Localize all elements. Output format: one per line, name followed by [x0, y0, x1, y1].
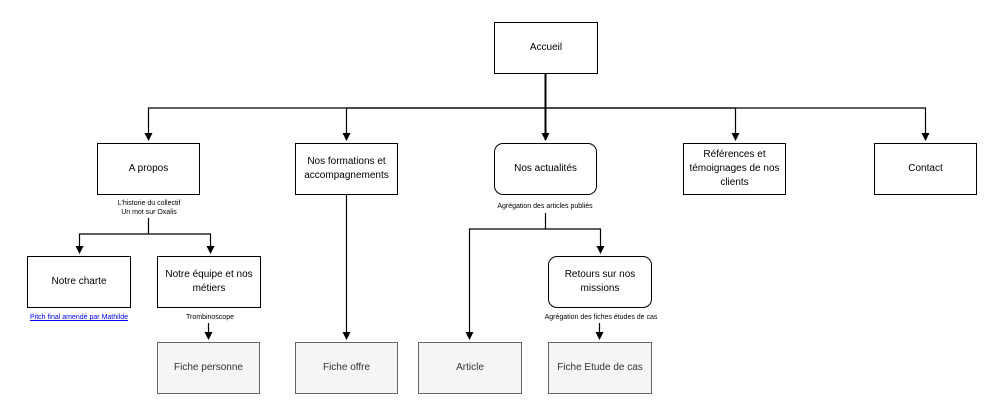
link-pitch-final[interactable]: Pitch final amendé par Mathilde — [29, 314, 129, 321]
node-charte[interactable]: Notre charte — [27, 256, 131, 308]
node-retours[interactable]: Retours sur nos missions — [548, 256, 652, 308]
node-fiche-offre[interactable]: Fiche offre — [295, 342, 398, 394]
node-article[interactable]: Article — [418, 342, 522, 394]
edge-accueil-formations — [342, 107, 546, 141]
node-accueil[interactable]: Accueil — [494, 22, 598, 74]
node-equipe[interactable]: Notre équipe et nos métiers — [157, 256, 261, 308]
node-a-propos[interactable]: A propos — [97, 143, 200, 195]
edge-accueil-references — [545, 107, 740, 141]
note-a-propos: L'historie du collectif Un mot sur Oxali… — [108, 199, 190, 217]
note-actualites: Agrégation des articles publiés — [497, 203, 593, 210]
node-contact[interactable]: Contact — [874, 143, 977, 195]
note-a-propos-line2: Un mot sur Oxalis — [121, 209, 177, 216]
note-retours: Agrégation des fiches études de cas — [544, 314, 658, 321]
node-fiche-etude[interactable]: Fiche Etude de cas — [548, 342, 652, 394]
edge-actualites-retours — [545, 228, 605, 254]
edge-apropos-charte — [75, 218, 150, 254]
edge-accueil-contact — [545, 107, 930, 141]
node-references[interactable]: Références et témoignages de nos clients — [683, 143, 786, 195]
edge-actualites-article — [465, 213, 547, 340]
node-formations[interactable]: Nos formations et accompagnements — [295, 143, 398, 195]
note-a-propos-line1: L'historie du collectif — [117, 200, 181, 207]
node-actualites[interactable]: Nos actualités — [494, 143, 597, 195]
note-equipe: Trombinoscope — [186, 314, 234, 321]
node-fiche-personne[interactable]: Fiche personne — [157, 342, 260, 394]
edge-apropos-equipe — [148, 233, 215, 254]
